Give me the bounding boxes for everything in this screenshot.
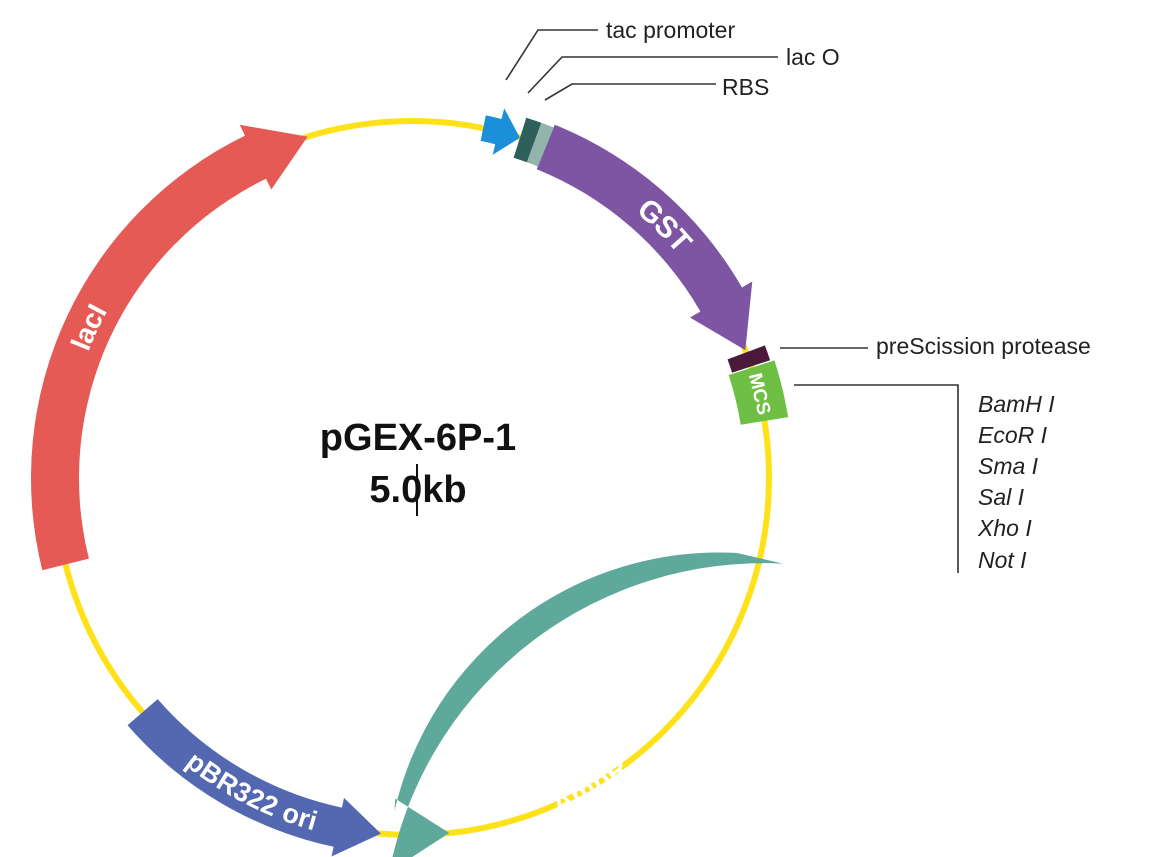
tac-promoter-arrow <box>480 108 520 155</box>
site-sali: Sal I <box>978 484 1025 510</box>
rbs-label: RBS <box>722 74 769 100</box>
plasmid-name: pGEX-6P-1 <box>320 417 516 459</box>
site-bamhi: BamH I <box>978 391 1055 417</box>
lac-o-leader <box>527 56 778 94</box>
ampr-arrow <box>392 552 784 857</box>
ampr-label: AmpR <box>547 752 634 820</box>
site-noti: Not I <box>978 547 1027 573</box>
mcs-leader <box>794 384 959 573</box>
site-xhoi: Xho I <box>977 515 1032 541</box>
mcs-site-list: BamH I EcoR I Sma I Sal I Xho I Not I <box>977 391 1055 573</box>
lac-o-block <box>513 117 542 163</box>
prescission-label: preScission protease <box>876 333 1091 359</box>
mcs-block <box>728 360 789 425</box>
prescission-site-block <box>727 345 771 373</box>
lac-o-label: lac O <box>786 44 840 70</box>
gst-arrow <box>536 124 753 351</box>
site-ecori: EcoR I <box>978 422 1048 448</box>
rbs-leader <box>544 83 716 101</box>
site-smai: Sma I <box>978 453 1039 479</box>
tac-promoter-label: tac promoter <box>606 17 735 43</box>
tac-promoter-leader <box>505 29 598 81</box>
pbr322-ori-label: pBR322 ori <box>181 746 321 837</box>
rbs-block <box>526 122 554 167</box>
laci-arrow <box>30 124 308 571</box>
pbr322-ori-arrow <box>127 699 381 857</box>
